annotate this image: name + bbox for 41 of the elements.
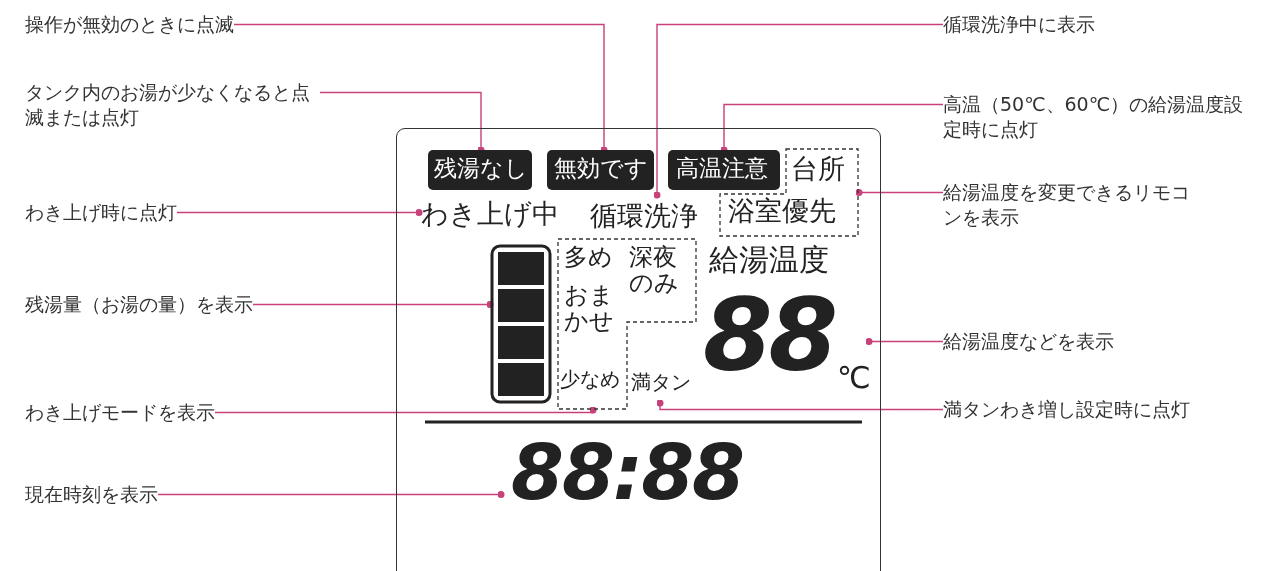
display-panel — [396, 128, 881, 571]
indicator-label: おまかせ — [564, 282, 615, 335]
annotation-text: わき上げ時に点灯 — [25, 200, 177, 225]
leader-line — [176, 209, 423, 216]
dashed-indicator-group — [557, 238, 697, 410]
leader-line — [656, 399, 944, 411]
indicator-label: 深夜のみ — [629, 244, 680, 297]
level-gauge — [490, 244, 552, 404]
leader-line — [252, 301, 494, 308]
annotation-text: 給湯温度などを表示 — [943, 329, 1114, 354]
indicator-label: 無効です — [554, 156, 648, 182]
annotation-text: 現在時刻を表示 — [25, 482, 158, 507]
leader-line — [865, 338, 944, 345]
annotation-text: 給湯温度を変更できるリモコンを表示 — [943, 180, 1205, 230]
annotation-text: 循環洗浄中に表示 — [943, 12, 1095, 37]
segment-digits: 88:88 — [511, 431, 743, 515]
indicator-badge — [547, 150, 654, 190]
indicator-label: 満タン — [631, 371, 691, 393]
indicator-label: 高温注意 — [676, 156, 768, 182]
leader-line — [653, 23, 944, 199]
display-label: 給湯温度 — [709, 243, 829, 276]
indicator-label: 浴室優先 — [728, 196, 836, 226]
leader-line — [214, 406, 597, 414]
leader-line — [855, 189, 944, 196]
unit-label: ℃ — [837, 361, 871, 394]
indicator-label: 多め — [564, 244, 613, 271]
indicator-label: 台所 — [791, 154, 845, 184]
indicator-badge — [668, 150, 780, 190]
annotation-text: わき上げモードを表示 — [25, 400, 215, 425]
indicator-label: 残湯なし — [434, 156, 528, 182]
annotation-text: 操作が無効のときに点滅 — [25, 12, 234, 37]
indicator-badge — [428, 150, 532, 190]
annotation-text: 残湯量（お湯の量）を表示 — [25, 292, 253, 317]
annotation-text: 高温（50℃、60℃）の給湯温度設定時に点灯 — [943, 92, 1261, 142]
leader-line — [157, 491, 505, 498]
annotation-text: タンク内のお湯が少なくなると点滅または点灯 — [25, 80, 320, 130]
annotation-text: 満タンわき増し設定時に点灯 — [943, 397, 1190, 422]
segment-digits: 88 — [703, 281, 835, 391]
indicator-label: 循環洗浄 — [590, 201, 698, 231]
indicator-label: わき上げ中 — [421, 199, 559, 229]
indicator-label: 少なめ — [560, 368, 620, 390]
